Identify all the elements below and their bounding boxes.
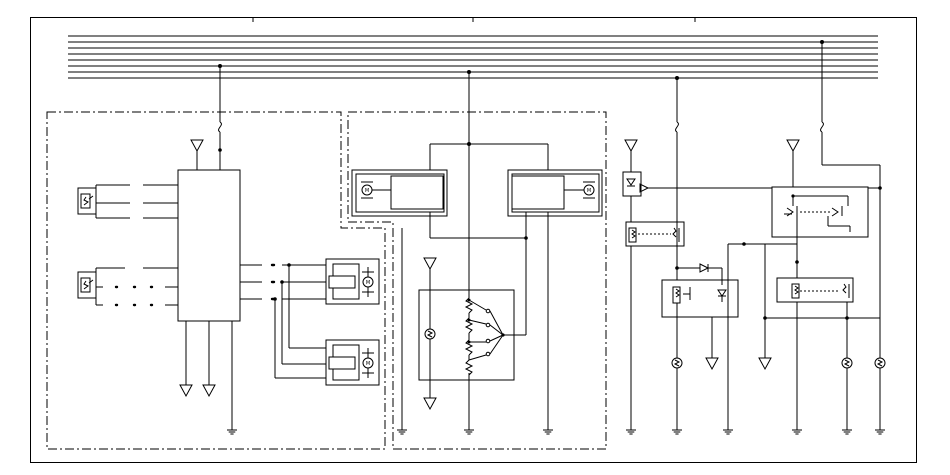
signal-triangle-icon [758, 357, 772, 370]
enclosure-left [46, 111, 386, 450]
motor-icon [362, 357, 374, 369]
fuse-icon [820, 121, 824, 133]
indicator-lamp-icon [841, 357, 853, 369]
signal-triangle-icon [190, 139, 204, 152]
indicator-lamp-icon [424, 328, 436, 340]
motor-icon [583, 184, 595, 196]
relay-4 [776, 277, 854, 303]
signal-triangle-icon [705, 357, 719, 370]
ground-icon [874, 424, 886, 435]
center-section [351, 70, 603, 435]
motor-icon [362, 276, 374, 288]
enclosure-center [347, 111, 607, 450]
ground-icon [625, 424, 637, 435]
ground-icon [791, 424, 803, 435]
motor-icon [361, 184, 373, 196]
indicator-lamp-icon [671, 357, 683, 369]
signal-triangle-icon [202, 384, 216, 397]
ground-icon [671, 424, 683, 435]
frame-ticks [252, 17, 696, 22]
power-bus [68, 35, 878, 79]
left-section [77, 64, 380, 435]
signal-triangle-icon [624, 139, 638, 152]
signal-triangle-icon [786, 139, 800, 152]
ground-icon [226, 424, 238, 435]
ground-icon [542, 424, 554, 435]
ground-icon [722, 424, 734, 435]
ground-icon [396, 424, 408, 435]
indicator-lamp-icon [874, 357, 886, 369]
ground-icon [463, 424, 475, 435]
fuse-icon [218, 121, 222, 133]
outer-frame [30, 17, 917, 463]
signal-triangle-icon [179, 384, 193, 397]
right-section [622, 40, 886, 435]
relay-2 [661, 279, 739, 318]
fuse-icon [675, 121, 679, 133]
ground-icon [841, 424, 853, 435]
control-unit [177, 169, 241, 322]
signal-triangle-icon [423, 257, 437, 270]
